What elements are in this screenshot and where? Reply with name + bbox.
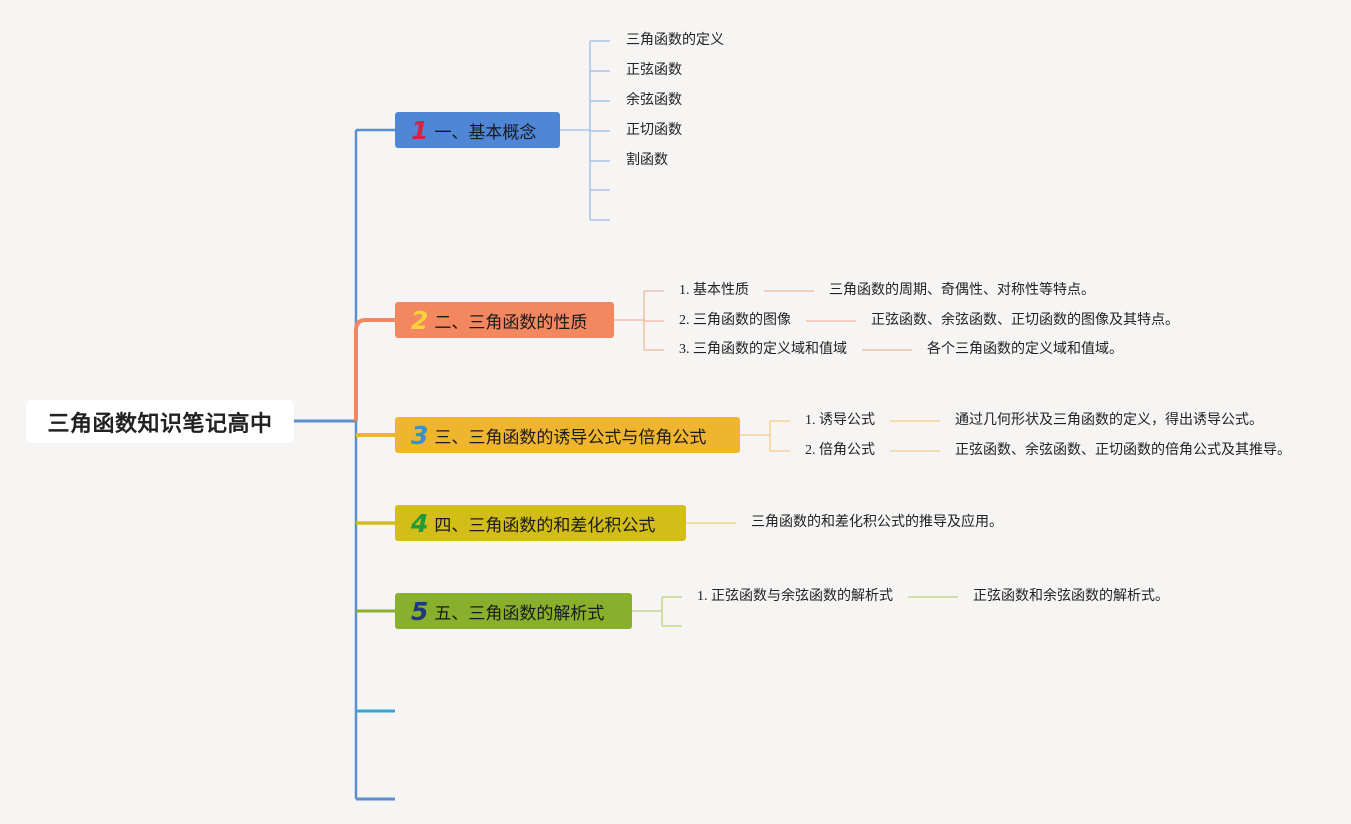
- topic-4[interactable]: 4 四、三角函数的和差化积公式: [395, 505, 686, 541]
- topic-5-child-1-detail[interactable]: 正弦函数和余弦函数的解析式。: [973, 589, 1169, 604]
- topic-2-bracket: [614, 290, 912, 351]
- topic-1[interactable]: 1 一、基本概念: [395, 112, 560, 148]
- topic-3-number: 3: [411, 420, 429, 450]
- topic-4-detail[interactable]: 三角函数的和差化积公式的推导及应用。: [751, 515, 1003, 530]
- topic-5-number: 5: [411, 596, 429, 626]
- topic-1-label: 一、基本概念: [434, 122, 537, 143]
- root-title: 三角函数知识笔记高中: [47, 411, 273, 437]
- topic-3-child-2-detail[interactable]: 正弦函数、余弦函数、正切函数的倍角公式及其推导。: [955, 443, 1291, 458]
- topic-3-label: 三、三角函数的诱导公式与倍角公式: [434, 427, 707, 448]
- topic-3-child-2-label[interactable]: 2. 倍角公式: [805, 443, 875, 458]
- topic-5-child-1-label[interactable]: 1. 正弦函数与余弦函数的解析式: [697, 589, 893, 604]
- topic-3-child-1-detail[interactable]: 通过几何形状及三角函数的定义，得出诱导公式。: [955, 413, 1263, 428]
- topic-2-child-1-detail[interactable]: 三角函数的周期、奇偶性、对称性等特点。: [829, 283, 1095, 298]
- topic-2-number: 2: [411, 305, 429, 335]
- topic-1-number: 1: [411, 115, 429, 145]
- topic-1-bracket: [560, 40, 610, 221]
- topic-1-child-4[interactable]: 正切函数: [626, 123, 682, 138]
- topic-1-child-5[interactable]: 割函数: [626, 153, 668, 168]
- topic-3-child-1-label[interactable]: 1. 诱导公式: [805, 413, 875, 428]
- topic-2-label: 二、三角函数的性质: [434, 312, 588, 333]
- branch-topic-2: [354, 318, 395, 421]
- topic-2-child-3-label[interactable]: 3. 三角函数的定义域和值域: [679, 342, 847, 357]
- topic-2-child-2-label[interactable]: 2. 三角函数的图像: [679, 313, 791, 328]
- topic-1-child-3[interactable]: 余弦函数: [626, 93, 682, 108]
- topic-5-bracket: [632, 596, 958, 627]
- root-topic[interactable]: 三角函数知识笔记高中: [26, 400, 294, 443]
- topic-1-child-1[interactable]: 三角函数的定义: [626, 33, 724, 48]
- topic-1-child-2[interactable]: 正弦函数: [626, 63, 682, 78]
- topic-3[interactable]: 3 三、三角函数的诱导公式与倍角公式: [395, 417, 740, 453]
- topic-5[interactable]: 5 五、三角函数的解析式: [395, 593, 632, 629]
- topic-4-number: 4: [411, 508, 429, 538]
- topic-2[interactable]: 2 二、三角函数的性质: [395, 302, 614, 338]
- topic-3-bracket: [740, 420, 940, 452]
- topic-2-child-3-detail[interactable]: 各个三角函数的定义域和值域。: [927, 342, 1123, 357]
- topic-2-child-1-label[interactable]: 1. 基本性质: [679, 283, 749, 298]
- topic-5-label: 五、三角函数的解析式: [434, 603, 605, 624]
- topic-2-child-2-detail[interactable]: 正弦函数、余弦函数、正切函数的图像及其特点。: [871, 313, 1179, 328]
- topic-4-label: 四、三角函数的和差化积公式: [434, 515, 656, 536]
